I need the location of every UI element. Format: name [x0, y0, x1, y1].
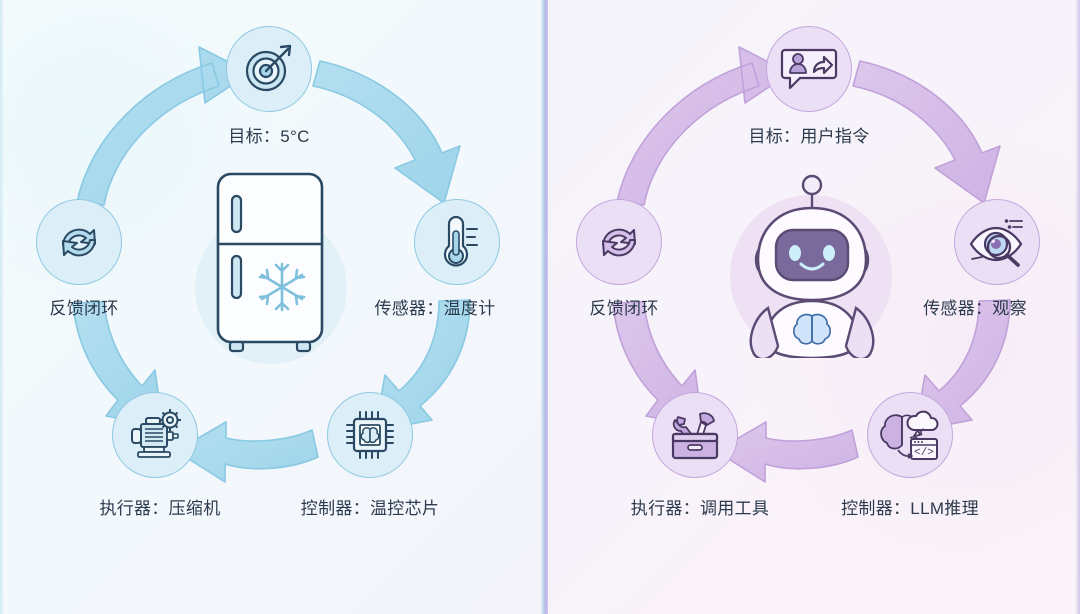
- node-goal[interactable]: [766, 26, 852, 112]
- label-feedback: 反馈闭环: [49, 299, 119, 318]
- node-goal-bubble[interactable]: [766, 26, 852, 112]
- right-arrow-layer: [612, 46, 1011, 483]
- label-actuator: 执行器：压缩机: [99, 499, 221, 518]
- svg-text:</>: </>: [914, 447, 934, 459]
- label-sensor: 传感器：观察: [923, 299, 1027, 318]
- refresh-cycle-icon: [62, 228, 96, 257]
- toolbox-icon: [671, 412, 719, 460]
- chip-brain-icon: [346, 411, 394, 459]
- node-actuator[interactable]: [112, 392, 198, 478]
- label-controller: 控制器：LLM推理: [841, 499, 979, 518]
- panel-divider: [541, 0, 548, 614]
- target-icon: [245, 44, 292, 92]
- refrigerator: [196, 170, 346, 360]
- node-goal[interactable]: [226, 26, 312, 112]
- refresh-cycle-icon: [602, 228, 636, 257]
- arrow-feedback-to-goal: [76, 46, 251, 206]
- label-feedback: 反馈闭环: [589, 299, 659, 318]
- motor-gear-icon: [131, 409, 181, 458]
- node-sensor[interactable]: [954, 199, 1040, 285]
- llm-reasoning-icon: </>: [880, 410, 939, 460]
- user-instruction-icon: [780, 48, 838, 90]
- left-edge-accent: [0, 0, 4, 614]
- eye-observe-icon: [969, 219, 1023, 267]
- node-feedback-bubble[interactable]: [576, 199, 662, 285]
- node-sensor-bubble[interactable]: [414, 199, 500, 285]
- node-sensor[interactable]: [414, 199, 500, 285]
- node-actuator-bubble[interactable]: [652, 392, 738, 478]
- node-controller[interactable]: [327, 392, 413, 478]
- panel-refrigerator-control-loop: 目标：5°C 传感器：温度计: [0, 0, 540, 614]
- node-actuator-bubble[interactable]: [112, 392, 198, 478]
- arrow-controller-to-actuator: [715, 421, 859, 483]
- left-arrow-layer: [72, 46, 471, 483]
- node-controller[interactable]: </>: [867, 392, 953, 478]
- ai-robot: [736, 168, 888, 363]
- panel-ai-agent-loop: 目标：用户指令: [540, 0, 1080, 614]
- node-feedback[interactable]: [36, 199, 122, 285]
- node-actuator[interactable]: [652, 392, 738, 478]
- node-controller-bubble[interactable]: [327, 392, 413, 478]
- node-controller-bubble[interactable]: </>: [867, 392, 953, 478]
- node-feedback-bubble[interactable]: [36, 199, 122, 285]
- label-goal: 目标：用户指令: [748, 127, 870, 146]
- label-actuator: 执行器：调用工具: [630, 499, 770, 518]
- label-controller: 控制器：温控芯片: [300, 499, 440, 518]
- label-goal: 目标：5°C: [228, 127, 310, 146]
- node-goal-bubble[interactable]: [226, 26, 312, 112]
- right-edge-accent: [1075, 0, 1080, 614]
- refrigerator-icon: [216, 172, 324, 353]
- thermometer-icon: [443, 215, 478, 267]
- robot-brain-icon: [749, 174, 875, 361]
- node-sensor-bubble[interactable]: [954, 199, 1040, 285]
- label-sensor: 传感器：温度计: [374, 299, 496, 318]
- arrow-feedback-to-goal: [616, 46, 791, 206]
- node-feedback[interactable]: [576, 199, 662, 285]
- arrow-controller-to-actuator: [175, 421, 319, 483]
